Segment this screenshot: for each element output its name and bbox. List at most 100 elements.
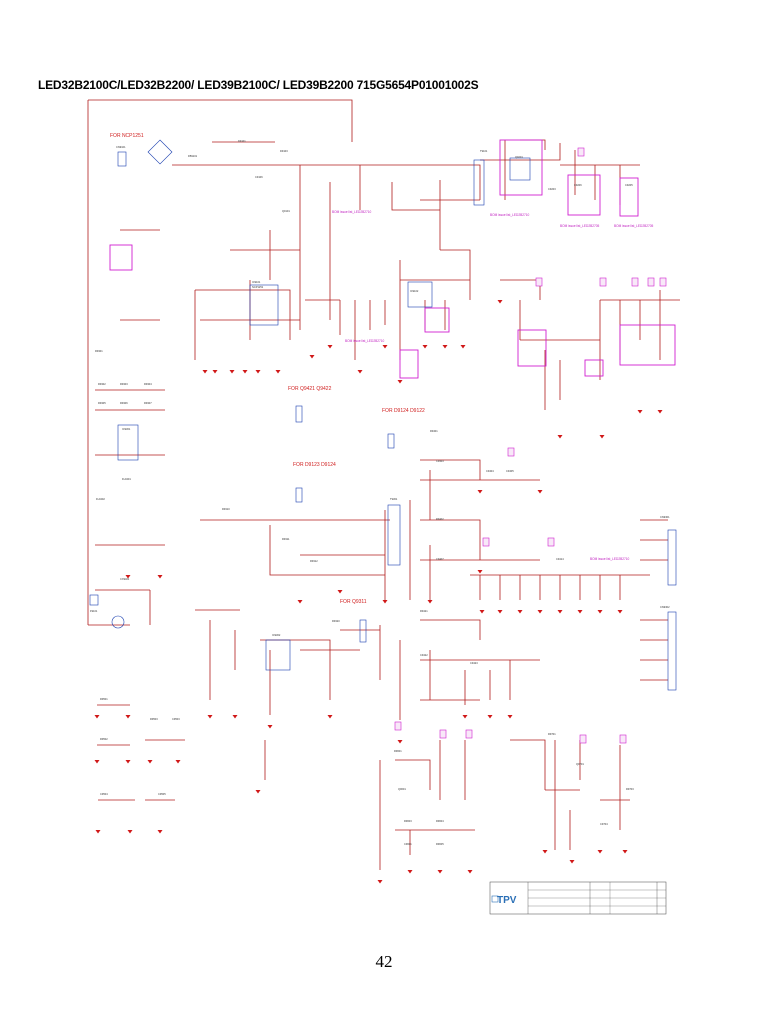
svg-text:T9101: T9101 [480, 149, 488, 153]
ground-icon [337, 590, 343, 594]
ground-icon [617, 610, 623, 614]
ground-icon [157, 575, 163, 579]
svg-text:T9301: T9301 [390, 497, 398, 501]
ground-icon [382, 600, 388, 604]
svg-text:Q9201: Q9201 [515, 155, 523, 159]
svg-text:C9414: C9414 [556, 557, 564, 561]
tpv-logo: TPV [497, 895, 517, 906]
svg-text:R9302: R9302 [98, 382, 106, 386]
bom-note: BOM issue list_LED2B2705 [614, 224, 654, 228]
ground-icon [229, 370, 235, 374]
svg-text:R9320: R9320 [332, 619, 340, 623]
svg-text:C9205: C9205 [625, 183, 633, 187]
ground-icon [147, 760, 153, 764]
ground-icon [477, 570, 483, 574]
ground-icon [207, 715, 213, 719]
ground-icon [437, 870, 443, 874]
svg-text:C9704: C9704 [600, 822, 608, 826]
svg-text:C9601: C9601 [404, 842, 412, 846]
svg-text:F9101: F9101 [90, 609, 98, 613]
ground-icon [477, 490, 483, 494]
svg-text:C9206: C9206 [574, 183, 582, 187]
ground-icon [125, 760, 131, 764]
svg-text:C9106: C9106 [255, 175, 263, 179]
svg-text:R9502: R9502 [100, 737, 108, 741]
svg-text:IC9301: IC9301 [122, 427, 131, 431]
ground-icon [95, 830, 101, 834]
bom-notes: BOM issue list_LED2B2710 BOM issue list_… [332, 210, 654, 561]
ground-icon [569, 860, 575, 864]
ground-icon [479, 610, 485, 614]
section-label: FOR Q9421 Q9422 [288, 386, 332, 392]
svg-text:C9405: C9405 [506, 469, 514, 473]
section-label: FOR D9124 D9122 [382, 408, 425, 414]
svg-text:FL9401: FL9401 [122, 477, 131, 481]
ground-icon [537, 490, 543, 494]
ground-icon [382, 345, 388, 349]
ground-icon [212, 370, 218, 374]
components [89, 139, 677, 691]
svg-text:R9421: R9421 [420, 609, 428, 613]
svg-text:IC9102: IC9102 [410, 289, 419, 293]
svg-text:R9312: R9312 [310, 559, 318, 563]
ground-icon [657, 410, 663, 414]
ground-icon [599, 435, 605, 439]
section-label: FOR D9123 D9124 [293, 462, 336, 468]
highlight-boxes [109, 139, 676, 379]
svg-text:R9305: R9305 [98, 401, 106, 405]
svg-text:R9703: R9703 [626, 787, 634, 791]
svg-text:R9401: R9401 [430, 429, 438, 433]
ground-icon [517, 610, 523, 614]
svg-text:C9203: C9203 [548, 187, 556, 191]
svg-text:R9503: R9503 [150, 717, 158, 721]
bom-note: BOM issue list_LED2B2710 [490, 213, 530, 217]
component-labels: CN9101 FB9101 D9101 D9103 C9106 Q9101 IC… [90, 139, 670, 846]
ground-icon [397, 740, 403, 744]
ground-icon [94, 715, 100, 719]
ground-icon [577, 610, 583, 614]
ground-icon [487, 715, 493, 719]
svg-text:R9605: R9605 [436, 842, 444, 846]
svg-text:R9307: R9307 [144, 401, 152, 405]
svg-text:C9503: C9503 [172, 717, 180, 721]
ground-symbols [94, 300, 663, 884]
svg-text:C9505: C9505 [158, 792, 166, 796]
svg-text:R9310: R9310 [222, 507, 230, 511]
ground-icon [377, 880, 383, 884]
ground-icon [557, 610, 563, 614]
svg-text:CN9301: CN9301 [660, 515, 670, 519]
svg-text:R9603: R9603 [404, 819, 412, 823]
bom-note: BOM issue list_LED2B2710 [590, 557, 630, 561]
svg-text:CN9101: CN9101 [116, 145, 126, 149]
document-title: LED32B2100C/LED32B2200/ LED39B2100C/ LED… [38, 78, 479, 92]
bom-note: BOM issue list_LED2B2705 [560, 224, 600, 228]
ground-icon [427, 600, 433, 604]
power-rail-connectors [394, 147, 667, 744]
ground-icon [127, 830, 133, 834]
ground-icon [275, 370, 281, 374]
svg-text:R9402: R9402 [436, 517, 444, 521]
svg-text:R9701: R9701 [548, 732, 556, 736]
svg-text:IC9302: IC9302 [272, 633, 281, 637]
svg-text:C9407: C9407 [436, 557, 444, 561]
ground-icon [327, 345, 333, 349]
ground-icon [497, 300, 503, 304]
svg-text:C9423: C9423 [470, 661, 478, 665]
ground-icon [157, 830, 163, 834]
svg-text:D9103: D9103 [280, 149, 288, 153]
ground-icon [94, 760, 100, 764]
svg-text:FL9402: FL9402 [96, 497, 105, 501]
ground-icon [309, 355, 315, 359]
svg-text:C9422: C9422 [420, 653, 428, 657]
ground-icon [267, 725, 273, 729]
ground-icon [242, 370, 248, 374]
title-block: TPV [489, 881, 667, 915]
ground-icon [202, 370, 208, 374]
ground-icon [462, 715, 468, 719]
ground-icon [507, 715, 513, 719]
ground-icon [597, 610, 603, 614]
svg-text:R9301: R9301 [95, 349, 103, 353]
ground-icon [497, 610, 503, 614]
ground-icon [357, 370, 363, 374]
ground-icon [255, 370, 261, 374]
